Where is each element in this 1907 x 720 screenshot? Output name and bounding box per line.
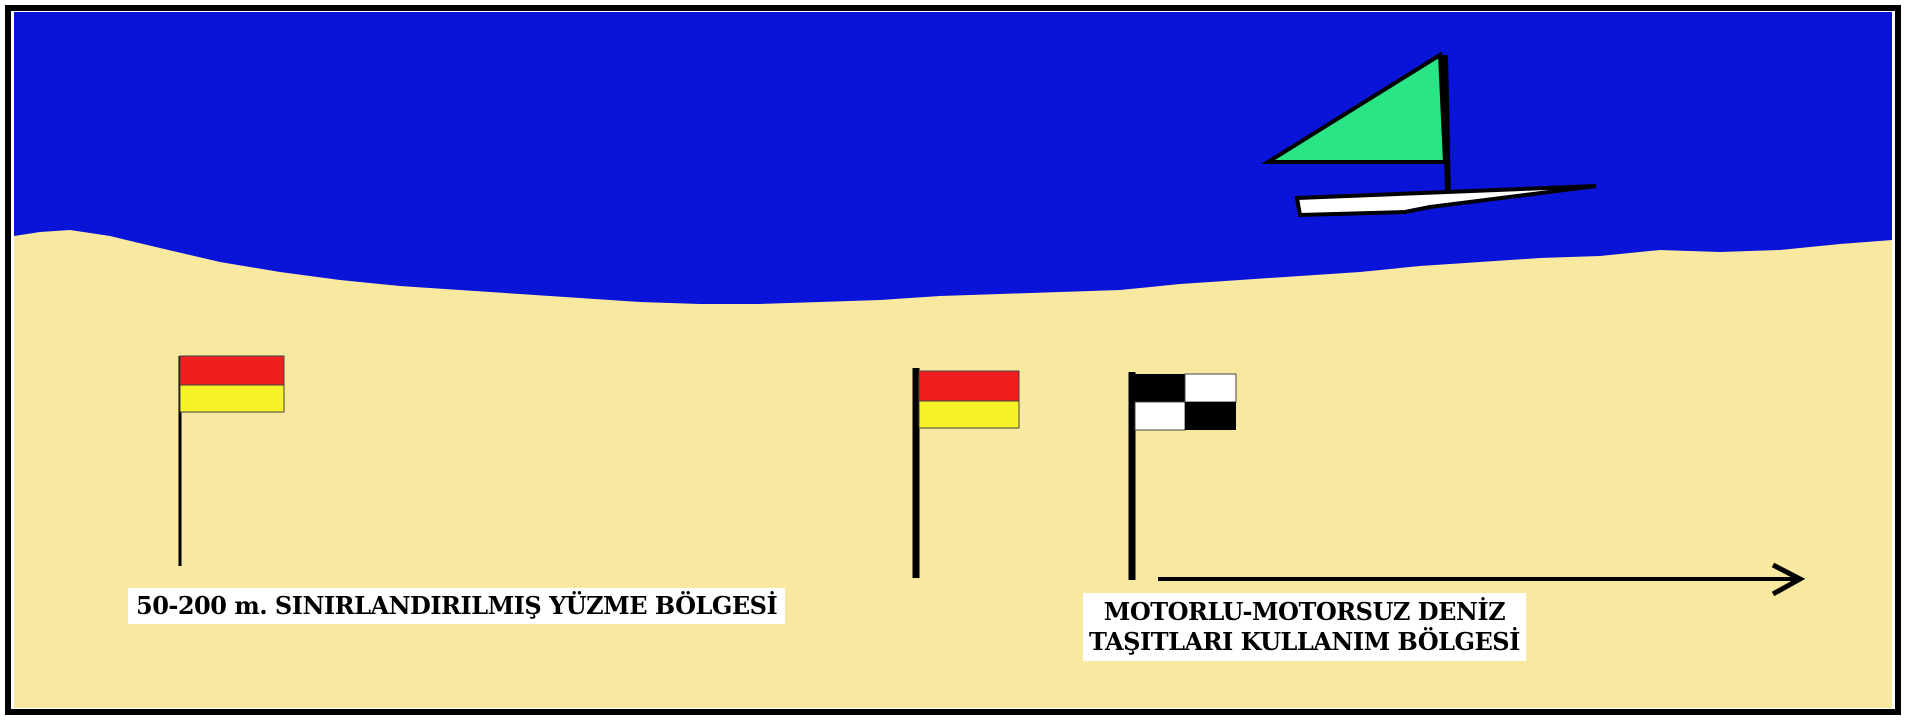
checker-cell bbox=[1135, 402, 1185, 430]
watercraft-zone-label-line2: TAŞITLARI KULLANIM BÖLGESİ bbox=[1089, 627, 1520, 657]
mast bbox=[1445, 55, 1448, 198]
checker-cell bbox=[1185, 402, 1236, 430]
flag-yellow-stripe bbox=[180, 385, 284, 412]
watercraft-zone-label-line1: MOTORLU-MOTORSUZ DENİZ bbox=[1089, 597, 1520, 627]
checker-cell bbox=[1135, 374, 1185, 402]
swimming-zone-label: 50-200 m. SINIRLANDIRILMIŞ YÜZME BÖLGESİ bbox=[128, 588, 785, 624]
checker-cell bbox=[1185, 374, 1236, 402]
watercraft-zone-label: MOTORLU-MOTORSUZ DENİZ TAŞITLARI KULLANI… bbox=[1083, 593, 1526, 661]
flag-yellow-stripe bbox=[919, 401, 1019, 428]
flag-red-stripe bbox=[919, 371, 1019, 401]
flag-red-stripe bbox=[180, 356, 284, 385]
